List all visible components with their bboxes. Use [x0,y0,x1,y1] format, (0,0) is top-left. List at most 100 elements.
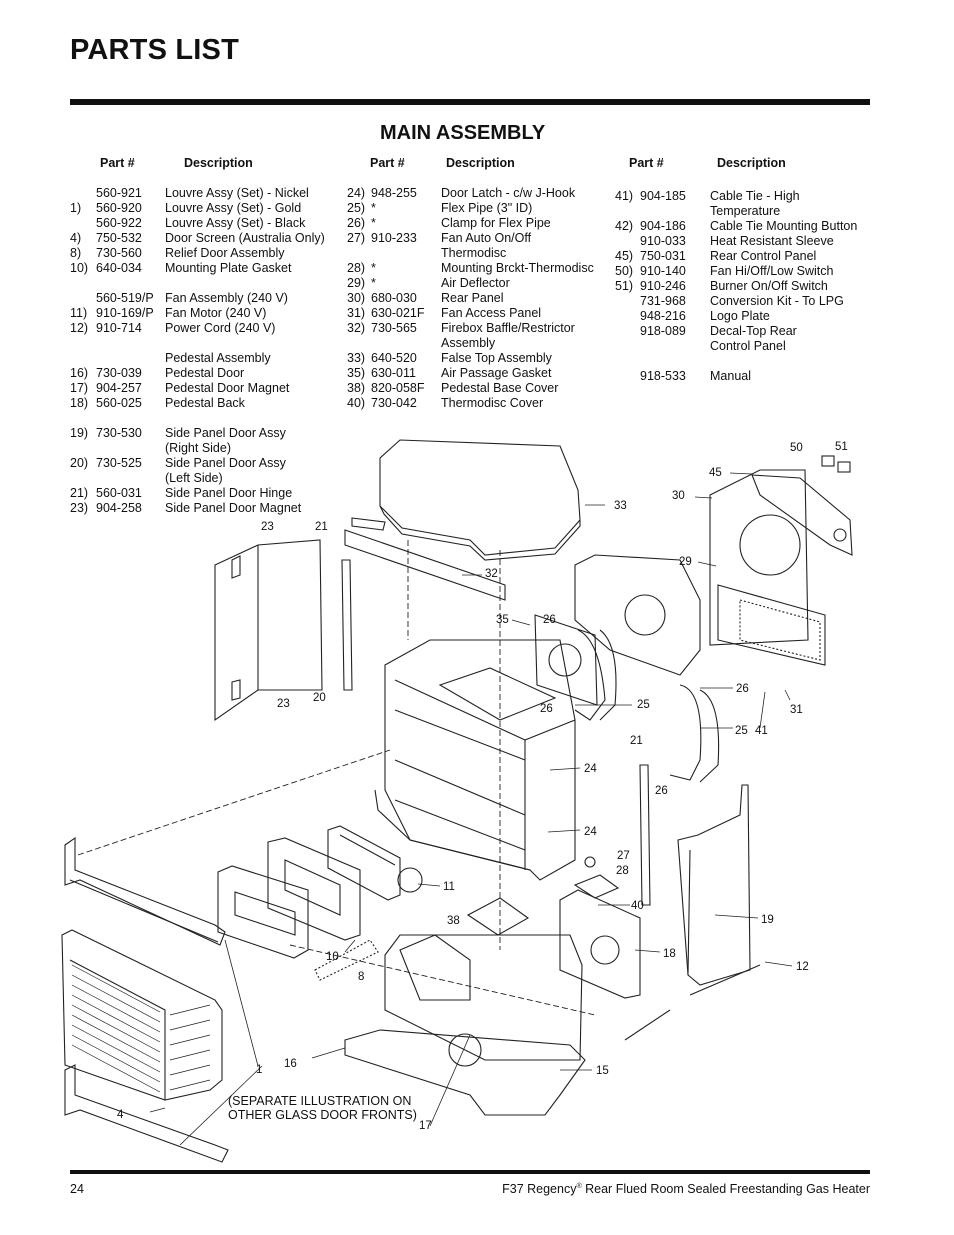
item-number: 26) [347,216,366,230]
part-description: Pedestal Door [165,366,245,380]
relief-door [217,865,309,959]
flex-pipe-1 [574,629,606,721]
parts-row: 26)*Clamp for Flex Pipe [347,216,612,231]
part-description: Side Panel Door Assy [165,426,286,440]
callout-18: 18 [663,948,676,960]
part-number: 910-246 [640,279,686,293]
part-number: 918-533 [640,369,686,383]
callout-31: 31 [790,704,803,716]
item-number: 8) [70,246,82,260]
callout-50: 50 [790,442,803,454]
part-number: 904-258 [96,501,142,515]
part-description: Conversion Kit - To LPG [710,294,844,308]
part-number: 730-560 [96,246,142,260]
false-top-assembly [379,439,581,556]
power-cord [689,964,761,996]
callout-8: 8 [358,971,364,983]
side-panel-hinge-right [639,764,651,906]
part-number: 730-565 [371,321,417,335]
part-description: Thermodisc Cover [441,396,544,410]
part-number: 640-520 [371,351,417,365]
part-number: 904-185 [640,189,686,203]
item-number: 28) [347,261,366,275]
part-number: 948-216 [640,309,686,323]
part-description: Mounting Brckt-Thermodisc [441,261,594,275]
part-description: Pedestal Base Cover [441,381,559,395]
part-description: Pedestal Back [165,396,245,410]
callout-45: 45 [709,467,722,479]
part-description: Logo Plate [710,309,770,323]
callout-26: 26 [736,683,749,695]
callout-26: 26 [540,703,553,715]
item-number: 24) [347,186,366,200]
item-number: 51) [615,279,634,293]
item-number: 29) [347,276,366,290]
callout-51: 51 [835,441,848,453]
air-passage-gasket [534,614,598,706]
callout-24: 24 [584,763,597,775]
part-number: 910-169/P [96,306,154,320]
col1-part-header: Part # [100,156,135,170]
firebox-body [384,639,576,881]
callout-25: 25 [735,725,748,737]
callout-1: 1 [256,1064,262,1076]
parts-row: 948-216 Logo Plate [615,309,865,324]
page-number: 24 [70,1182,84,1196]
burner-switch [837,461,851,473]
col2-description-header: Description [446,156,515,170]
part-description: Air Deflector [441,276,510,290]
item-number: 12) [70,321,89,335]
part-description: Mounting Plate Gasket [165,261,292,275]
part-number: 560-921 [96,186,142,200]
part-description: Relief Door Assembly [165,246,285,260]
item-number: 31) [347,306,366,320]
part-description: Louvre Assy (Set) - Nickel [165,186,309,200]
callout-23: 23 [277,698,290,710]
item-number: 18) [70,396,89,410]
part-description: Fan Access Panel [441,306,542,320]
part-number: 630-011 [371,366,416,380]
right-side-panel-door [677,784,751,986]
part-description: Thermodisc [441,246,507,260]
part-description: Side Panel Door Hinge [165,486,293,500]
part-description: False Top Assembly [441,351,552,365]
louvre-frame-bottom [64,1064,229,1163]
callout-27: 27 [617,850,630,862]
callout-33: 33 [614,500,627,512]
flex-pipe-2 [669,684,702,781]
part-number: 730-039 [96,366,142,380]
part-number: 820-058F [371,381,425,395]
callout-20: 20 [313,692,326,704]
part-description: Louvre Assy (Set) - Gold [165,201,302,215]
part-description: Fan Hi/Off/Low Switch [710,264,834,278]
callout-16: 16 [284,1058,297,1070]
diagram-note: (SEPARATE ILLUSTRATION ON OTHER GLASS DO… [228,1094,417,1122]
callout-41: 41 [755,725,768,737]
part-description: Door Screen (Australia Only) [165,231,325,245]
part-number: 910-233 [371,231,417,245]
footer-subtitle: Rear Flued Room Sealed Freestanding Gas … [585,1182,870,1196]
callout-23: 23 [261,521,274,533]
part-description: Cable Tie - High [710,189,800,203]
callout-26: 26 [655,785,668,797]
callout-21: 21 [315,521,328,533]
col3-description-header: Description [717,156,786,170]
